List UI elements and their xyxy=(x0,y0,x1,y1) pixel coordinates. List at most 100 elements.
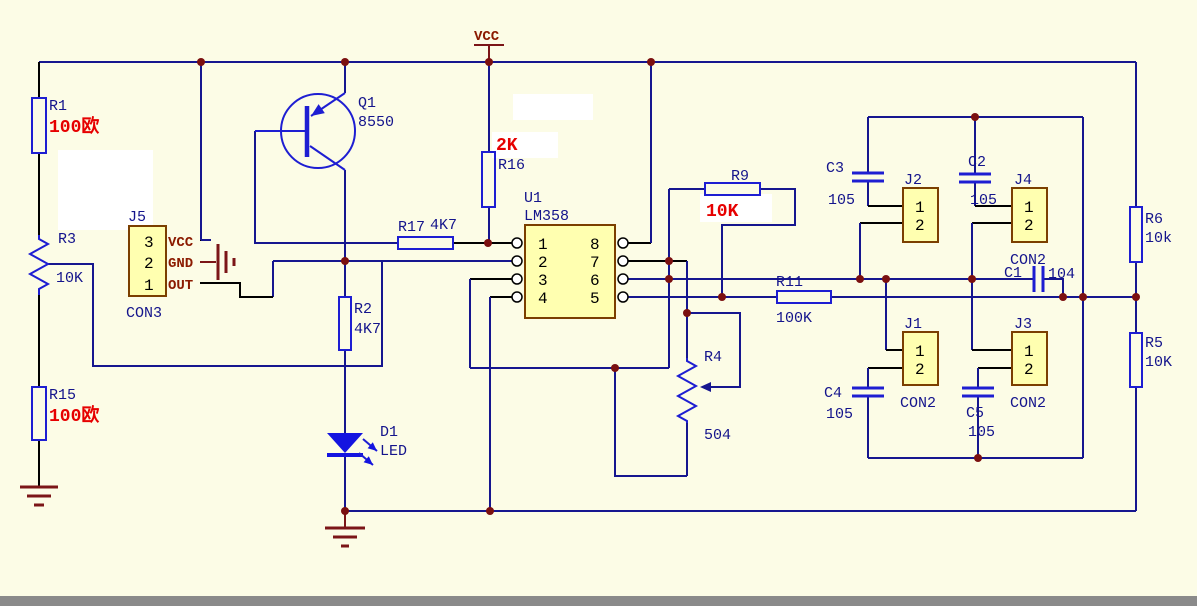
ground-symbol-j5 xyxy=(200,244,236,280)
capacitor-c3[interactable]: C3 105 xyxy=(826,160,884,209)
r1-ref: R1 xyxy=(49,98,67,115)
j1-pin-1: 1 xyxy=(915,343,925,361)
j1-ref: J1 xyxy=(904,316,922,333)
junction-dots xyxy=(197,58,1140,515)
capacitor-c2[interactable]: C2 105 xyxy=(959,154,997,209)
j5-port-out: OUT xyxy=(168,278,193,294)
u1-pin-4: 4 xyxy=(538,290,548,308)
j5-type: CON3 xyxy=(126,305,162,322)
r9-value: 10K xyxy=(706,202,739,222)
q1-ref: Q1 xyxy=(358,95,376,112)
resistor-r2[interactable]: R2 4K7 xyxy=(338,296,381,351)
wires xyxy=(38,61,1137,512)
r16-ref: R16 xyxy=(498,157,525,174)
u1-pin-1: 1 xyxy=(538,236,548,254)
r9-ref: R9 xyxy=(731,168,749,185)
j5-pin-3: 3 xyxy=(144,234,154,252)
j1-type: CON2 xyxy=(900,395,936,412)
u1-pin-5: 5 xyxy=(590,290,600,308)
white-patches xyxy=(58,94,772,230)
connector-j3[interactable]: J3 1 2 CON2 xyxy=(1010,316,1048,412)
r4-value: 504 xyxy=(704,427,731,444)
capacitor-c4[interactable]: C4 105 xyxy=(824,385,884,423)
j4-pin-1: 1 xyxy=(1024,199,1034,217)
j5-port-gnd: GND xyxy=(168,256,193,272)
r4-ref: R4 xyxy=(704,349,722,366)
j1-pin-2: 2 xyxy=(915,361,925,379)
q1-value: 8550 xyxy=(358,114,394,131)
r3-ref: R3 xyxy=(58,231,76,248)
transistor-q1[interactable]: Q1 8550 xyxy=(255,92,394,171)
resistor-r15[interactable]: R15 100欧 xyxy=(31,386,99,441)
connector-j5[interactable]: J5 CON3 3 2 1 VCC GND OUT xyxy=(126,209,194,322)
c1-ref: C1 xyxy=(1004,265,1022,282)
ground-symbol-left xyxy=(20,485,58,507)
resistor-r16[interactable]: 2K R16 xyxy=(481,136,525,208)
j5-port-vcc: VCC xyxy=(168,235,194,251)
r5-value: 10K xyxy=(1145,354,1172,371)
u1-ref: U1 xyxy=(524,190,542,207)
r2-value: 4K7 xyxy=(354,321,381,338)
r11-value: 100K xyxy=(776,310,812,327)
c1-value: 104 xyxy=(1048,266,1075,283)
c3-value: 105 xyxy=(828,192,855,209)
connector-j1[interactable]: J1 1 2 CON2 xyxy=(900,316,939,412)
potentiometer-r4[interactable]: R4 504 xyxy=(675,349,731,444)
r16-value: 2K xyxy=(496,136,518,156)
resistor-r3[interactable]: R3 10K xyxy=(27,231,83,295)
j2-pin-1: 1 xyxy=(915,199,925,217)
j2-pin-2: 2 xyxy=(915,217,925,235)
resistor-r5[interactable]: R5 10K xyxy=(1129,332,1172,388)
c5-ref: C5 xyxy=(966,405,984,422)
r11-ref: R11 xyxy=(776,274,803,291)
connector-j4[interactable]: J4 1 2 CON2 xyxy=(1010,172,1048,269)
j3-type: CON2 xyxy=(1010,395,1046,412)
u1-pin-7: 7 xyxy=(590,254,600,272)
resistor-r11[interactable]: R11 100K xyxy=(776,274,832,327)
j3-pin-2: 2 xyxy=(1024,361,1034,379)
u1-pin-8: 8 xyxy=(590,236,600,254)
c5-value: 105 xyxy=(968,424,995,441)
r5-ref: R5 xyxy=(1145,335,1163,352)
r2-ref: R2 xyxy=(354,301,372,318)
j2-ref: J2 xyxy=(904,172,922,189)
ic-u1-lm358[interactable]: U1 LM358 1 2 3 4 8 7 6 5 xyxy=(511,190,629,319)
capacitor-c5[interactable]: C5 105 xyxy=(962,386,995,441)
connector-j2[interactable]: J2 1 2 xyxy=(902,172,939,243)
j5-pin-1: 1 xyxy=(144,277,154,295)
q1-emitter-arrow xyxy=(311,104,325,116)
j4-type: CON2 xyxy=(1010,252,1046,269)
c2-ref: C2 xyxy=(968,154,986,171)
j5-ref: J5 xyxy=(128,209,146,226)
d1-value: LED xyxy=(380,443,407,460)
c4-ref: C4 xyxy=(824,385,842,402)
c3-ref: C3 xyxy=(826,160,844,177)
j3-pin-1: 1 xyxy=(1024,343,1034,361)
c2-value: 105 xyxy=(970,192,997,209)
u1-pin-2: 2 xyxy=(538,254,548,272)
r1-value: 100欧 xyxy=(49,115,99,138)
r6-ref: R6 xyxy=(1145,211,1163,228)
r15-ref: R15 xyxy=(49,387,76,404)
r6-value: 10k xyxy=(1145,230,1172,247)
j3-ref: J3 xyxy=(1014,316,1032,333)
window-bottom-bar xyxy=(0,596,1197,606)
j4-pin-2: 2 xyxy=(1024,217,1034,235)
resistor-r17[interactable]: R17 4K7 xyxy=(397,217,457,250)
d1-ref: D1 xyxy=(380,424,398,441)
capacitor-c1[interactable]: C1 104 xyxy=(1004,265,1075,292)
vcc-label: VCC xyxy=(474,29,500,45)
u1-value: LM358 xyxy=(524,208,569,225)
u1-pin-6: 6 xyxy=(590,272,600,290)
led-d1[interactable]: D1 LED xyxy=(327,424,407,466)
resistor-r1[interactable]: R1 100欧 xyxy=(31,97,99,154)
r15-value: 100欧 xyxy=(49,404,99,427)
j5-pin-2: 2 xyxy=(144,255,154,273)
resistor-r6[interactable]: R6 10k xyxy=(1129,206,1172,263)
r3-value: 10K xyxy=(56,270,83,287)
u1-pin-3: 3 xyxy=(538,272,548,290)
r17-value: 4K7 xyxy=(430,217,457,234)
resistor-r9[interactable]: R9 10K xyxy=(704,168,761,222)
r17-ref: R17 xyxy=(398,219,425,236)
